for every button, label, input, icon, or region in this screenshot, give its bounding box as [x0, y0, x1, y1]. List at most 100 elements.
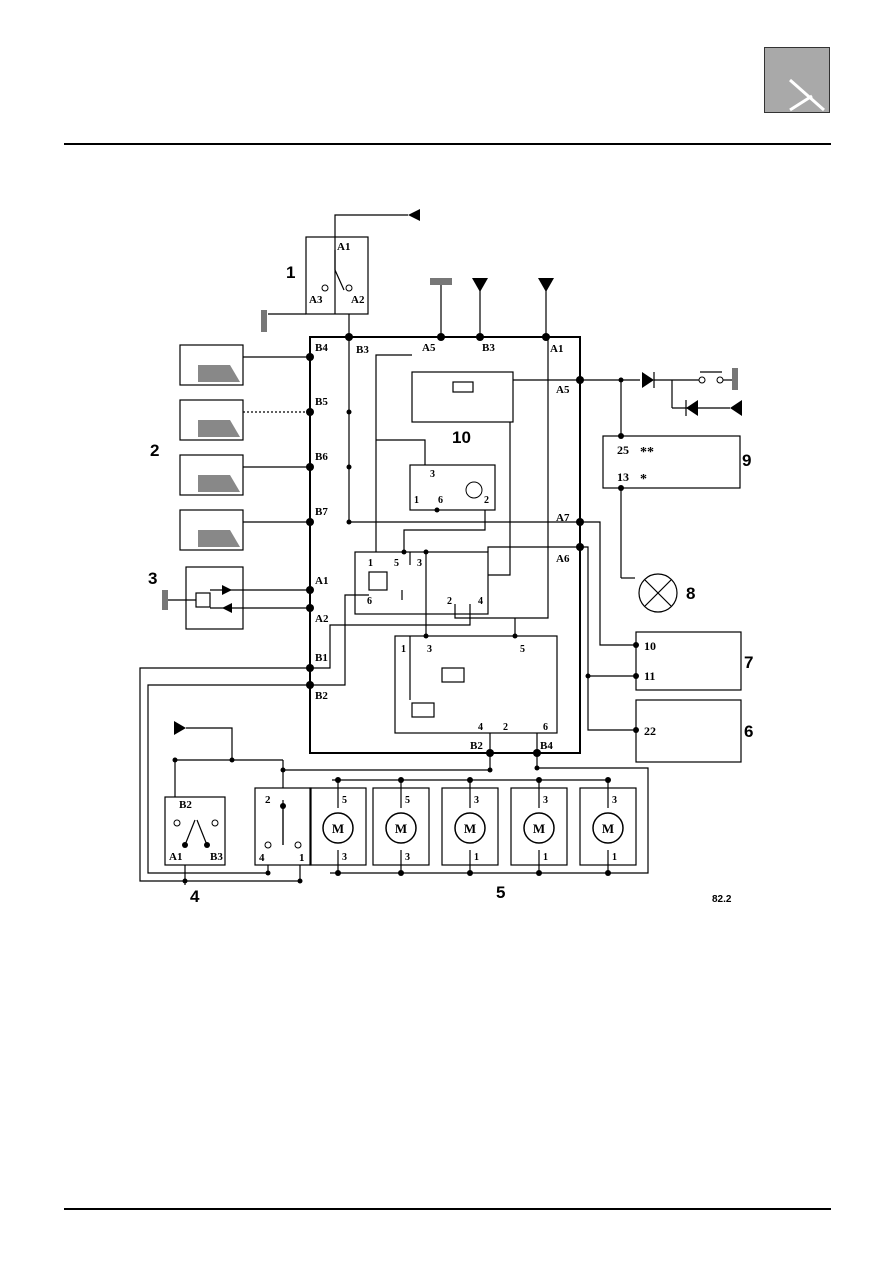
component-number-10: 10	[452, 428, 471, 447]
motor-junction	[335, 870, 341, 876]
relay-lower-pin-1: 1	[401, 644, 406, 655]
component-number-1: 1	[286, 263, 295, 282]
pin-block-pin-4: 4	[259, 852, 265, 864]
relay-upper-pin-1: 1	[414, 495, 419, 506]
motor-top-pin: 3	[543, 795, 548, 806]
relay-lower-coil1	[441, 667, 465, 683]
relay-lower-pin-5: 5	[520, 644, 525, 655]
terminal-a1-top: A1	[550, 343, 563, 355]
terminal-a2-left: A2	[315, 613, 329, 625]
motor-junction	[467, 777, 473, 783]
module7-pin-10: 10	[644, 639, 656, 653]
corner-cross-mark	[789, 78, 825, 112]
terminal-a5-top: A5	[422, 342, 436, 354]
terminal-b5: B5	[315, 396, 328, 408]
switch1-blade	[334, 269, 345, 291]
switch4-contacts	[173, 819, 219, 848]
motor-label: M	[395, 821, 407, 836]
pin-block-pin-2: 2	[265, 794, 271, 806]
motor-junction	[536, 777, 542, 783]
terminal-b3-top: B3	[356, 344, 369, 356]
motor-top-pin: 5	[405, 795, 410, 806]
relay-mid-box	[354, 551, 489, 615]
terminal-a6: A6	[556, 553, 570, 565]
switch1-contact-a2	[345, 284, 353, 292]
motor-bottom-pin: 1	[612, 852, 617, 863]
top-rule	[64, 143, 831, 145]
switch1-contact-a3	[321, 284, 329, 292]
switch4-box	[164, 796, 226, 866]
transistor-symbol	[465, 481, 483, 499]
motor-top-pin: 3	[612, 795, 617, 806]
terminal-a5-right: A5	[556, 384, 570, 396]
terminal-b2: B2	[315, 690, 328, 702]
ground-symbol-3	[162, 590, 168, 610]
component-number-9: 9	[742, 451, 751, 470]
motor-icon	[592, 812, 624, 844]
ground-symbol	[261, 310, 267, 332]
relay-mid-pin-4: 4	[478, 596, 483, 607]
motor-icon	[523, 812, 555, 844]
terminal-a1-left: A1	[315, 575, 328, 587]
module9-box	[602, 435, 741, 489]
relay-lower-box	[394, 635, 558, 734]
relay-upper-box	[409, 464, 496, 511]
corner-cross-mark-2	[789, 94, 813, 112]
module10-box	[411, 371, 514, 423]
switch1-terminal-a3: A3	[309, 294, 323, 306]
relay-lower-pin-4: 4	[478, 722, 483, 733]
right-circuit	[580, 368, 742, 731]
relay-mid-pin-3: 3	[417, 558, 422, 569]
terminal-b3-top-2: B3	[482, 342, 495, 354]
relay-mid-pin-6: 6	[367, 596, 372, 607]
component-number-6: 6	[744, 722, 753, 741]
motor-junction	[605, 777, 611, 783]
component-number-3: 3	[148, 569, 157, 588]
module9-pin-13: 13	[617, 470, 629, 484]
module9-pin-25: 25	[617, 443, 629, 457]
terminal-b4-bottom: B4	[540, 740, 553, 752]
motor-junction	[335, 777, 341, 783]
module10-symbol	[452, 381, 474, 393]
pin-block-contacts	[264, 803, 302, 849]
relay-mid-pin-5: 5	[394, 558, 399, 569]
motor-junction	[398, 870, 404, 876]
terminal-b2-bottom: B2	[470, 740, 483, 752]
motor-bottom-pin: 3	[342, 852, 347, 863]
relay-lower-pin-2: 2	[503, 722, 508, 733]
component-number-7: 7	[744, 653, 753, 672]
relay-mid-pin-2: 2	[447, 596, 452, 607]
motor-bottom-pin: 3	[405, 852, 410, 863]
module6-pin-22: 22	[644, 724, 656, 738]
module9-pin-25-mark: **	[640, 445, 654, 460]
component3-box	[185, 566, 244, 630]
motor-label: M	[464, 821, 476, 836]
relay-mid-pin-1: 1	[368, 558, 373, 569]
component-number-4: 4	[190, 887, 200, 906]
relay-lower-pin-3: 3	[427, 644, 432, 655]
relay-upper-pin-2: 2	[484, 495, 489, 506]
module9-pin-13-mark: *	[640, 472, 647, 487]
switch4-terminal-b2: B2	[179, 799, 192, 811]
component3-symbol	[195, 592, 211, 608]
module7-pin-11: 11	[644, 669, 655, 683]
component-number-8: 8	[686, 584, 695, 603]
door-switches	[179, 344, 314, 551]
control-unit-box	[309, 336, 581, 754]
terminal-b4-top: B4	[315, 342, 328, 354]
terminal-b6: B6	[315, 451, 328, 463]
motor-label: M	[332, 821, 344, 836]
figure-reference: 82.2	[712, 894, 732, 905]
arrow-left	[222, 603, 232, 613]
motor-junction	[605, 870, 611, 876]
motor-icon	[385, 812, 417, 844]
terminal-a7: A7	[556, 512, 570, 524]
bottom-rule	[64, 1208, 831, 1210]
relay-lower-pin-6: 6	[543, 722, 548, 733]
motor-label: M	[602, 821, 614, 836]
motor-bottom-pin: 1	[543, 852, 548, 863]
arrow-right	[222, 585, 232, 595]
relay-lower-coil2	[411, 702, 435, 718]
motor-label: M	[533, 821, 545, 836]
module7-box	[635, 631, 742, 691]
